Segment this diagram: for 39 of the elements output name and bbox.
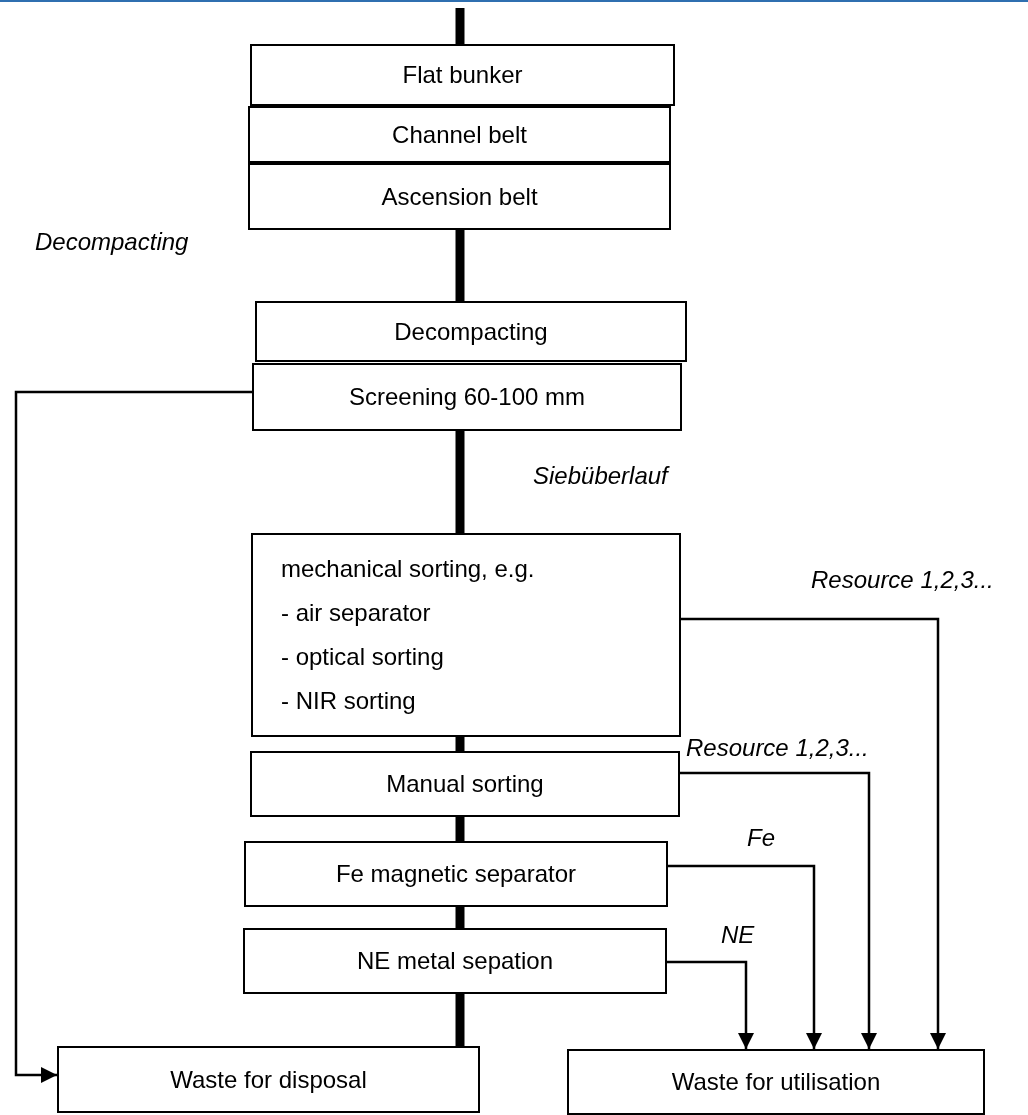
box-text: Decompacting [394, 317, 548, 346]
process-box [248, 163, 671, 230]
box-text: Manual sorting [386, 770, 544, 798]
box-text: Waste for utilisation [671, 1068, 881, 1096]
process-box [250, 44, 675, 106]
box-text: - air separator [281, 598, 431, 628]
box-text: Ascension belt [381, 182, 538, 211]
process-box [567, 1049, 985, 1115]
arrow [667, 960, 754, 1049]
flow-line [455, 817, 465, 841]
box-text: Screening 60-100 mm [348, 383, 586, 411]
box-text: NE metal sepation [356, 947, 554, 975]
box-text: Waste for disposal [170, 1065, 367, 1094]
box-text: Flat bunker [402, 61, 523, 89]
process-box [250, 751, 680, 817]
process-box [57, 1046, 480, 1113]
box-text: - optical sorting [281, 642, 444, 672]
process-box [255, 301, 687, 362]
flow-line [455, 230, 465, 301]
process-box [243, 928, 667, 994]
stage-label: Siebüberlauf [533, 462, 668, 490]
arrow [680, 771, 877, 1049]
process-box [244, 841, 668, 907]
process-box [248, 106, 671, 163]
box-text: mechanical sorting, e.g. [281, 554, 535, 584]
arrow [681, 617, 946, 1049]
flow-line [455, 994, 465, 1046]
process-box [251, 533, 681, 737]
process-box [252, 363, 682, 431]
stage-label: Decompacting [35, 228, 189, 256]
flow-line [455, 431, 465, 533]
box-text: - NIR sorting [281, 686, 416, 716]
box-text: Channel belt [392, 120, 527, 149]
flow-line [455, 907, 465, 928]
flow-line [455, 737, 465, 751]
box-text: Fe magnetic separator [335, 860, 577, 888]
flow-line [455, 8, 465, 44]
arrow [668, 864, 822, 1049]
arrow [14, 390, 252, 1083]
